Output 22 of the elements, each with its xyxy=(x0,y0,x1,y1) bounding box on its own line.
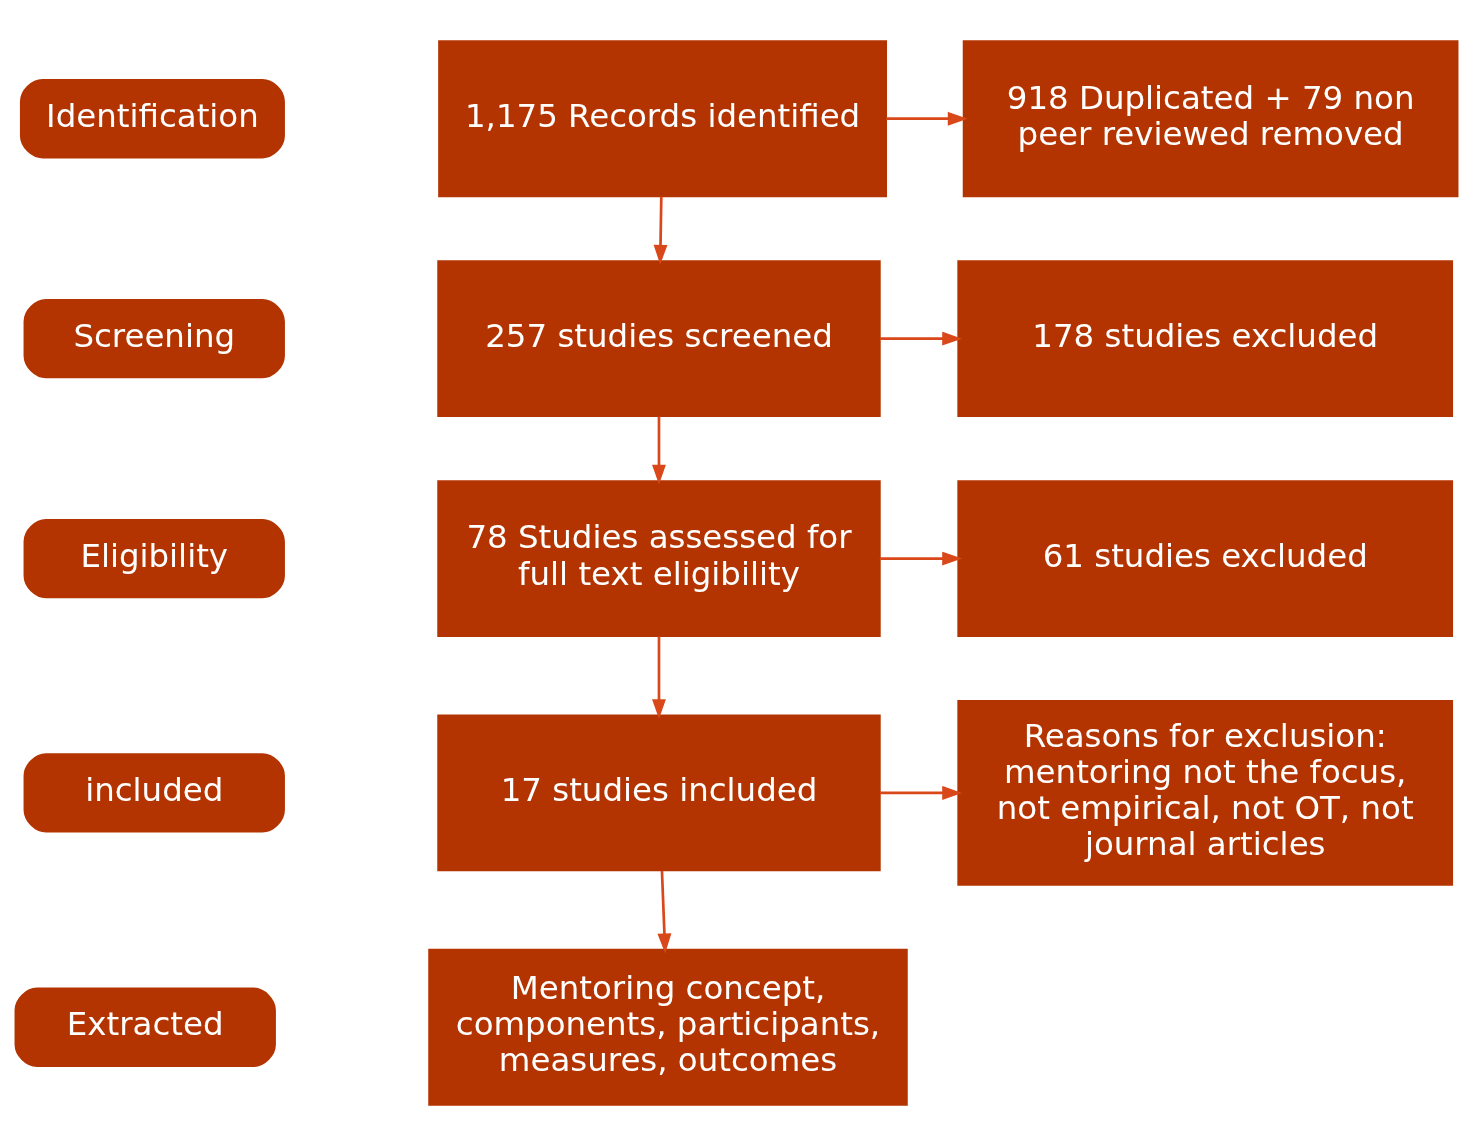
arrow xyxy=(653,196,668,265)
node-box: Extracted xyxy=(14,987,276,1067)
node-box: Eligibility xyxy=(23,518,285,598)
node-box: 61 studies excluded xyxy=(957,479,1454,637)
arrow xyxy=(879,785,963,800)
node-box: 1,175 Records identified xyxy=(438,39,887,197)
arrow xyxy=(879,331,963,346)
node-box: Screening xyxy=(23,298,285,378)
node-box: 257 studies screened xyxy=(437,259,881,417)
node-box: Mentoring concept, components, participants, measures, outcomes xyxy=(428,948,908,1106)
node-box: 918 Duplicated + 79 non peer reviewed removed xyxy=(962,39,1459,197)
node-box: Identification xyxy=(19,78,285,158)
node-box: 17 studies included xyxy=(437,714,881,871)
arrow xyxy=(652,416,666,485)
node-box: included xyxy=(23,752,285,833)
arrow xyxy=(652,636,666,719)
node-box: 178 studies excluded xyxy=(957,259,1454,417)
arrow xyxy=(657,870,672,953)
node-box: 78 Studies assessed for full text eligibility xyxy=(437,479,881,637)
arrow xyxy=(886,111,968,126)
node-box: Reasons for exclusion: mentoring not the focus, not empirical, not OT, not journal articles xyxy=(957,699,1454,886)
arrow xyxy=(879,551,963,566)
